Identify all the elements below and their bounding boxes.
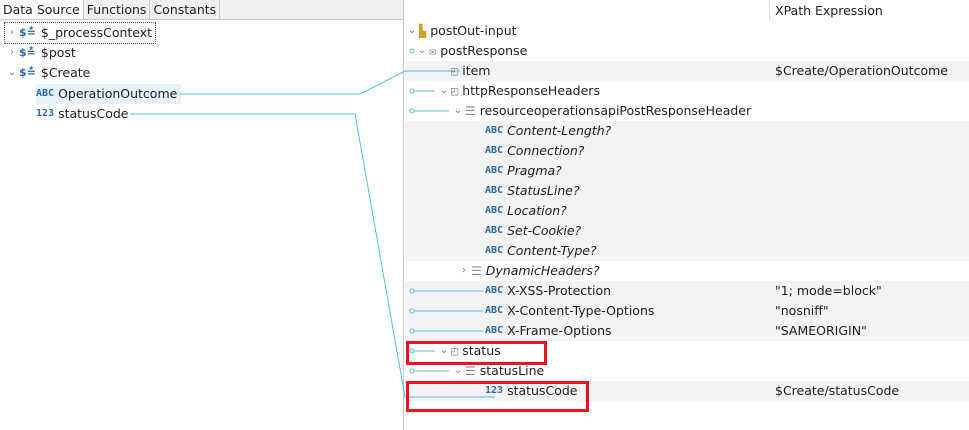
tree-item-create[interactable]: ⌄$≛ $Create <box>5 63 91 83</box>
list-icon: ☰ <box>465 104 476 118</box>
xpath-value[interactable]: "SAMEORIGIN" <box>775 323 867 338</box>
envelope-icon: ✉ <box>429 44 437 58</box>
string-type-icon: ABC <box>485 125 504 136</box>
chevron-down-icon[interactable]: ⌄ <box>7 67 17 78</box>
tree-item-label: X-XSS-Protection <box>507 283 612 298</box>
string-type-icon: ABC <box>485 225 504 236</box>
tree-item-label: httpResponseHeaders <box>462 83 600 98</box>
chevron-down-icon[interactable]: ⌄ <box>439 85 449 96</box>
tree-item-label: statusCode <box>58 106 129 121</box>
tab-functions[interactable]: Functions <box>84 0 151 19</box>
tree-item-label: statusCode <box>507 383 578 398</box>
xpath-column-header[interactable]: XPath Expression <box>775 3 883 18</box>
target-tree-row[interactable]: ◰item $Create/OperationOutcome <box>405 61 969 81</box>
tree-item-label: $Create <box>40 65 91 80</box>
tree-item-label: resourceoperationsapiPostResponseHeader <box>479 103 752 118</box>
target-tree-row[interactable]: ⌄✉postResponse <box>405 41 969 61</box>
string-type-icon: ABC <box>485 325 504 336</box>
tree-item-processcontext[interactable]: › $≛ $_processContext <box>3 22 157 44</box>
column-divider[interactable] <box>769 0 770 20</box>
tree-item-post[interactable]: › $≛ $post <box>5 43 76 63</box>
xpath-value[interactable]: "nosniff" <box>775 303 829 318</box>
tree-item-label: OperationOutcome <box>58 86 178 101</box>
tree-item-label: Set-Cookie? <box>507 223 582 238</box>
string-type-icon: ABC <box>485 305 504 316</box>
element-icon: ◰ <box>451 84 459 98</box>
mapping-target-panel: XPath Expression ⌄▙postOut-input⌄✉postRe… <box>405 0 969 430</box>
string-type-icon: ABC <box>485 185 504 196</box>
chevron-right-icon[interactable]: › <box>10 27 14 38</box>
tree-item-label: postResponse <box>440 43 528 58</box>
xpath-value[interactable]: $Create/OperationOutcome <box>775 63 948 78</box>
string-type-icon: ABC <box>485 145 504 156</box>
tab-data-source[interactable]: Data Source <box>0 0 84 19</box>
tree-item-label: X-Frame-Options <box>507 323 612 338</box>
tree-item-label: DynamicHeaders? <box>485 263 600 278</box>
tree-item-label: Content-Type? <box>507 243 597 258</box>
tree-item-label: Pragma? <box>507 163 562 178</box>
tree-item-label: StatusLine? <box>507 183 580 198</box>
target-tree-row[interactable]: › ☰DynamicHeaders? <box>405 261 969 281</box>
tree-icon: ▙ <box>419 24 427 38</box>
variable-icon: $≛ <box>19 26 36 39</box>
target-tree-row[interactable]: ⌄▙postOut-input <box>405 21 969 41</box>
tab-constants[interactable]: Constants <box>150 0 221 19</box>
string-type-icon: ABC <box>485 205 504 216</box>
tree-item-label: Content-Length? <box>507 123 612 138</box>
string-type-icon: ABC <box>485 245 504 256</box>
data-source-panel: Data Source Functions Constants › $≛ $_pro… <box>0 0 404 430</box>
string-type-icon: ABC <box>36 88 55 99</box>
tree-item-label: Location? <box>507 203 567 218</box>
tree-item-label: $_processContext <box>40 25 153 40</box>
tree-item-label: statusLine <box>479 363 545 378</box>
variable-icon: $≛ <box>19 46 36 59</box>
number-type-icon: 123 <box>36 108 55 119</box>
string-type-icon: ABC <box>485 165 504 176</box>
highlight-box-status <box>406 341 547 365</box>
tree-item-label: item <box>462 63 491 78</box>
tree-item-label: $post <box>40 45 76 60</box>
list-icon: ☰ <box>471 264 482 278</box>
chevron-down-icon[interactable]: ⌄ <box>407 25 417 36</box>
highlight-box-statuscode <box>406 381 589 412</box>
target-tree-row[interactable]: ⌄◰httpResponseHeaders <box>405 81 969 101</box>
chevron-down-icon[interactable]: ⌄ <box>453 105 463 116</box>
chevron-down-icon[interactable]: ⌄ <box>417 45 427 56</box>
palette-tabs: Data Source Functions Constants <box>0 0 403 20</box>
chevron-right-icon[interactable]: › <box>10 47 14 58</box>
variable-icon: $≛ <box>19 66 36 79</box>
tree-item-label: X-Content-Type-Options <box>507 303 655 318</box>
xpath-value[interactable]: "1; mode=block" <box>775 283 882 298</box>
target-tree-row[interactable]: ⌄☰resourceoperationsapiPostResponseHeade… <box>405 101 969 121</box>
string-type-icon: ABC <box>485 285 504 296</box>
chevron-right-icon[interactable]: › <box>462 265 466 276</box>
element-icon: ◰ <box>451 64 459 78</box>
tree-item-label: postOut-input <box>430 23 517 38</box>
tree-item-label: Connection? <box>507 143 585 158</box>
xpath-value[interactable]: $Create/statusCode <box>775 383 900 398</box>
